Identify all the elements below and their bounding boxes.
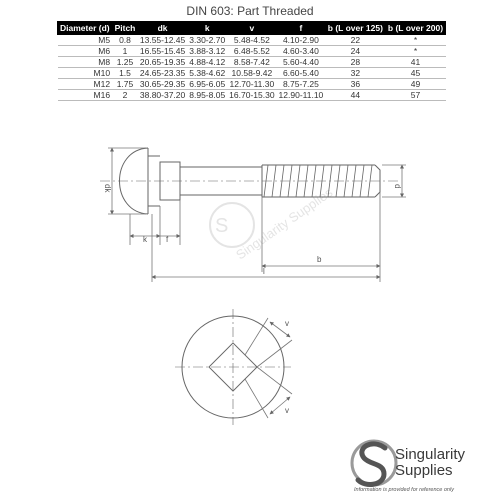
table-cell: 41 — [385, 56, 446, 68]
table-cell: 12.70-11.30 — [227, 78, 277, 90]
table-cell: * — [385, 45, 446, 57]
page-title: DIN 603: Part Threaded — [186, 4, 314, 18]
table-cell: 1.25 — [112, 56, 138, 68]
col-header: k — [186, 21, 228, 35]
singularity-logo-mark — [350, 439, 398, 488]
table-cell: 13.55-12.45 — [137, 34, 188, 46]
v-dimensions — [244, 317, 293, 419]
dimension-labels: dk d k f b l — [103, 184, 402, 276]
table-cell: 49 — [385, 78, 446, 90]
table-cell: 22 — [325, 34, 386, 46]
table-cell: 45 — [385, 67, 446, 79]
table-cell: 38.80-37.20 — [137, 89, 188, 101]
col-header: b (L over 125) — [324, 21, 386, 35]
col-header: Diameter (d) — [57, 21, 113, 35]
table-cell: 1.5 — [112, 67, 138, 79]
col-header: Pitch — [111, 21, 139, 35]
table-cell: 5.38-4.62 — [187, 67, 228, 79]
table-cell: 28 — [325, 56, 386, 68]
table-cell: M8 — [57, 56, 113, 68]
table-cell: 12.90-11.10 — [276, 89, 326, 101]
table-cell: 8.58-7.42 — [227, 56, 277, 68]
bolt-top-view — [175, 309, 291, 425]
table-cell: M5 — [57, 34, 113, 46]
bolt-side-view — [100, 147, 400, 215]
table-cell: M16 — [57, 89, 113, 101]
dimension-lines — [108, 147, 406, 282]
table-cell: M6 — [57, 45, 113, 57]
label-v-bottom: v — [285, 406, 289, 415]
label-l: l — [263, 267, 265, 276]
label-f: f — [166, 235, 169, 244]
table-cell: 6.48-5.52 — [227, 45, 277, 57]
logo-line1: Singularity — [395, 446, 466, 463]
table-cell: 24.65-23.35 — [137, 67, 188, 79]
table-row: M8 1.25 20.65-19.35 4.88-4.12 8.58-7.42 … — [57, 56, 446, 68]
table-cell: 8.95-8.05 — [187, 89, 228, 101]
table-row: M5 0.8 13.55-12.45 3.30-2.70 5.48-4.52 4… — [57, 34, 446, 46]
table-cell: 20.65-19.35 — [137, 56, 188, 68]
table-cell: M10 — [57, 67, 113, 79]
table-cell: 1.75 — [112, 78, 138, 90]
table-cell: 5.48-4.52 — [227, 34, 277, 46]
table-cell: 16.55-15.45 — [137, 45, 188, 57]
table-cell: * — [385, 34, 446, 46]
table-cell: 6.95-6.05 — [187, 78, 228, 90]
table-cell: 2 — [112, 89, 138, 101]
reference-notice: Information is provided for reference on… — [354, 487, 454, 493]
table-cell: 16.70-15.30 — [227, 89, 277, 101]
label-dk: dk — [103, 184, 112, 193]
spec-table: Diameter (d) Pitch dk k v f b (L over 12… — [57, 21, 447, 101]
label-b: b — [317, 255, 322, 264]
col-header: v — [226, 21, 278, 35]
logo-text: Singularity Supplies — [395, 447, 465, 479]
label-k: k — [143, 235, 148, 244]
table-row: M6 1 16.55-15.45 3.88-3.12 6.48-5.52 4.6… — [57, 45, 446, 57]
table-cell: 44 — [325, 89, 386, 101]
table-cell: 1 — [112, 45, 138, 57]
table-cell: 4.60-3.40 — [276, 45, 326, 57]
table-cell: 6.60-5.40 — [276, 67, 326, 79]
table-cell: 36 — [325, 78, 386, 90]
watermark: S Singularity Supplies — [209, 184, 336, 262]
table-row: M16 2 38.80-37.20 8.95-8.05 16.70-15.30 … — [57, 89, 446, 101]
table-cell: 5.60-4.40 — [276, 56, 326, 68]
label-v-top: v — [285, 319, 289, 328]
table-cell: 30.65-29.35 — [137, 78, 188, 90]
col-header: dk — [137, 21, 188, 35]
table-cell: 57 — [385, 89, 446, 101]
table-cell: 0.8 — [112, 34, 138, 46]
table-cell: 3.30-2.70 — [187, 34, 228, 46]
table-header-row: Diameter (d) Pitch dk k v f b (L over 12… — [57, 21, 447, 35]
label-d: d — [393, 184, 402, 188]
table-cell: 4.88-4.12 — [187, 56, 228, 68]
watermark-mark: S — [215, 215, 228, 237]
table-cell: 3.88-3.12 — [187, 45, 228, 57]
table-row: M12 1.75 30.65-29.35 6.95-6.05 12.70-11.… — [57, 78, 446, 90]
col-header: b (L over 200) — [384, 21, 447, 35]
table-row: M10 1.5 24.65-23.35 5.38-4.62 10.58-9.42… — [57, 67, 446, 79]
table-cell: 8.75-7.25 — [276, 78, 326, 90]
table-cell: M12 — [57, 78, 113, 90]
table-cell: 32 — [325, 67, 386, 79]
table-cell: 4.10-2.90 — [276, 34, 326, 46]
logo-line2: Supplies — [395, 462, 453, 479]
table-cell: 24 — [325, 45, 386, 57]
table-cell: 10.58-9.42 — [227, 67, 277, 79]
